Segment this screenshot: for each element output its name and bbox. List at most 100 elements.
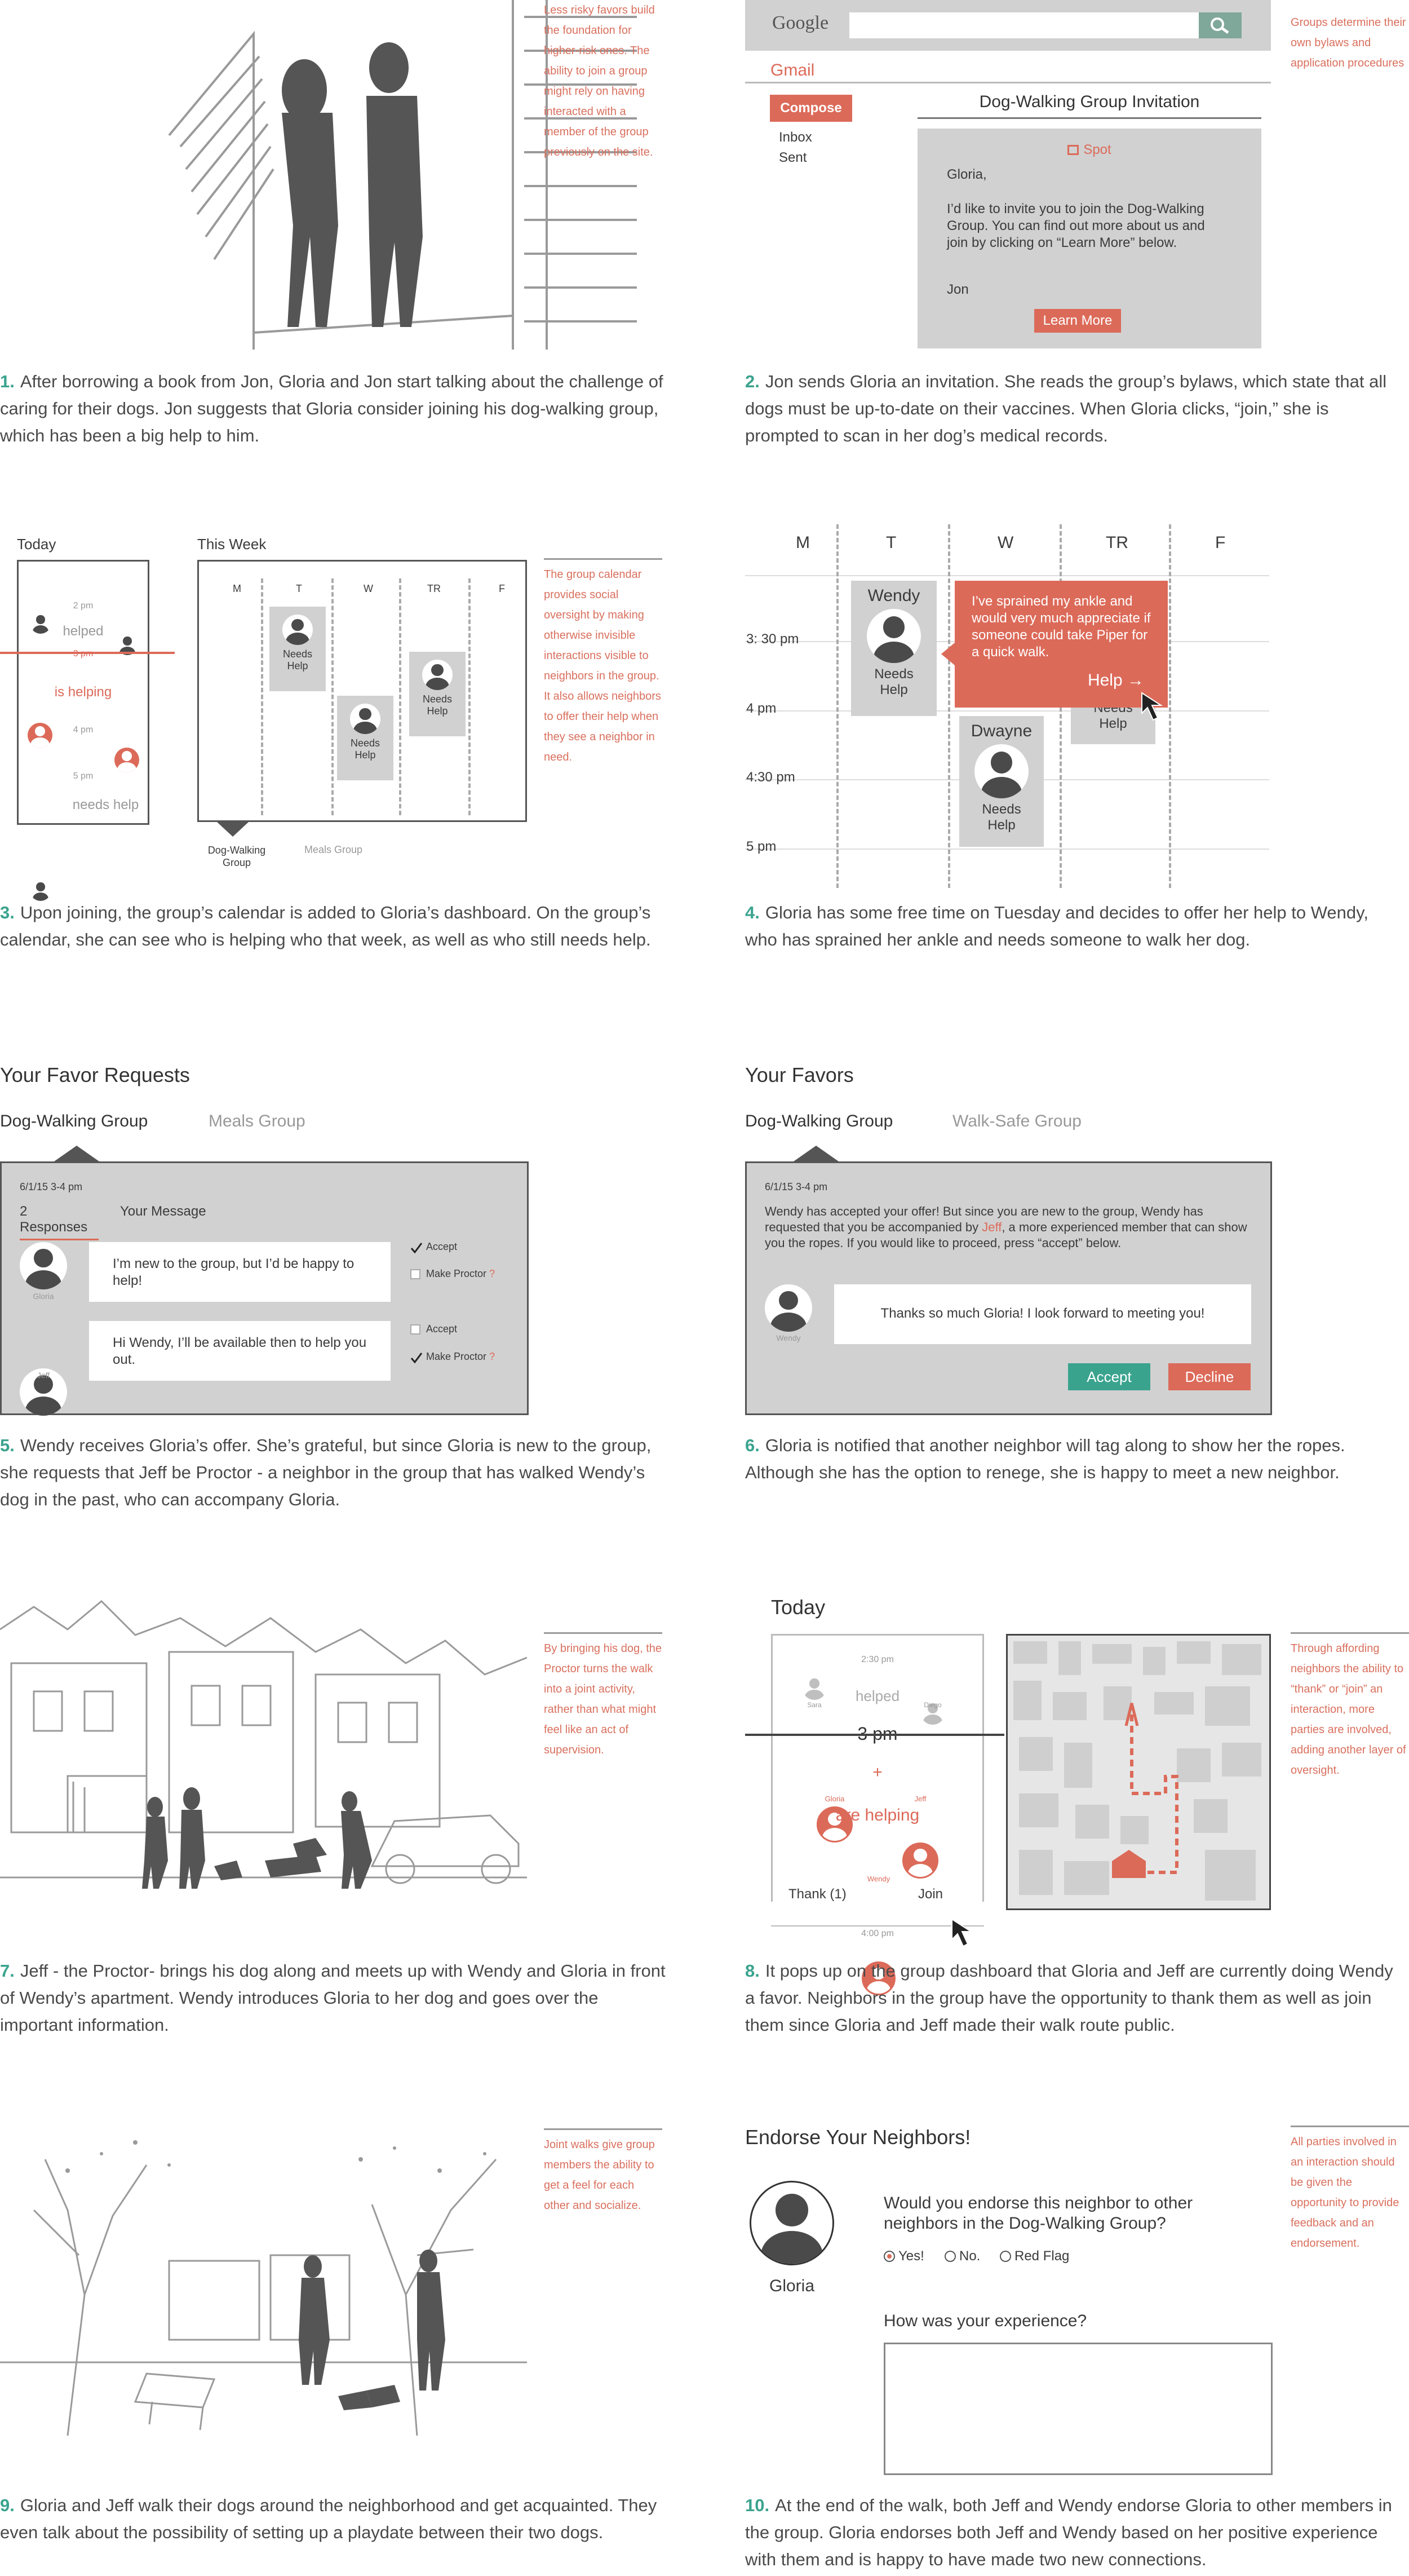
join-button[interactable]: Join <box>918 1886 943 1902</box>
favor-notice: Wendy has accepted your offer! But since… <box>765 1204 1255 1251</box>
avatar <box>30 612 51 634</box>
divider <box>331 578 334 815</box>
proctor-name-link[interactable]: Jeff <box>982 1220 1002 1234</box>
dwayne-name: Dwayne <box>971 722 1033 740</box>
selected-tab-pointer <box>217 822 249 837</box>
thank-button[interactable]: Thank (1) <box>788 1886 847 1902</box>
help-request-popup: I’ve sprained my ankle and would very mu… <box>955 581 1168 708</box>
search-button[interactable] <box>1199 12 1242 38</box>
experience-textarea[interactable] <box>884 2343 1273 2475</box>
make-proctor-checkbox[interactable]: Make Proctor ? <box>410 1351 495 1364</box>
helped-label: helped <box>63 624 104 639</box>
tab-dog-walking-group[interactable]: Dog-Walking Group <box>207 845 266 868</box>
avatar <box>765 1284 812 1332</box>
favor-requests-panel: 6/1/15 3-4 pm 2 Responses Your Message G… <box>0 1161 529 1416</box>
side-note-8: Through affording neighbors the ability … <box>1291 1632 1409 1780</box>
radio-selected-icon <box>884 2251 895 2262</box>
responder-name: Jeff <box>37 1371 50 1380</box>
divider <box>745 82 1271 83</box>
avatar <box>282 615 313 645</box>
avatar <box>28 723 52 748</box>
radio-icon <box>1000 2251 1011 2262</box>
needs-help-block[interactable]: Needs Help <box>409 652 466 736</box>
current-time-line <box>745 1734 1004 1736</box>
learn-more-button[interactable]: Learn More <box>1034 309 1121 333</box>
help-icon[interactable]: ? <box>489 1268 495 1279</box>
google-logo: Google <box>772 12 829 33</box>
tab-meals-group[interactable]: Meals Group <box>209 1112 305 1130</box>
wendy-block[interactable]: Wendy Needs Help <box>851 581 937 716</box>
day-header: M <box>233 583 241 594</box>
selected-tab-pointer <box>794 1146 839 1161</box>
caption-6: 6.Gloria is notified that another neighb… <box>745 1435 1345 1482</box>
endorsee-name: Gloria <box>769 2277 815 2295</box>
email-body: Spot Gloria, I’d like to invite you to j… <box>918 129 1261 348</box>
help-icon[interactable]: ? <box>489 1351 495 1362</box>
accept-label: Accept <box>426 1241 458 1252</box>
current-time-line <box>0 652 175 654</box>
avatar <box>802 1675 827 1700</box>
inbox-link[interactable]: Inbox <box>779 130 812 145</box>
tab-meals-group[interactable]: Meals Group <box>304 844 363 855</box>
decline-button[interactable]: Decline <box>1168 1363 1251 1390</box>
day-header: TR <box>427 583 441 594</box>
time-label: 4:30 pm <box>746 770 795 785</box>
compose-button[interactable]: Compose <box>770 95 852 122</box>
sender-name: Wendy <box>776 1333 801 1342</box>
endorse-question: Would you endorse this neighbor to other… <box>884 2194 1193 2233</box>
today-title: Today <box>17 536 56 553</box>
divider <box>399 578 401 815</box>
request-date: 6/1/15 3-4 pm <box>20 1181 83 1192</box>
helping-label: is helping <box>54 684 112 700</box>
big-calendar: M T W TR F 3: 30 pm 4 pm 4:30 pm 5 pm We… <box>745 524 1269 896</box>
side-note-9: Joint walks give group members the abili… <box>544 2128 662 2216</box>
radio-label: Yes! <box>898 2248 924 2264</box>
avatar <box>974 744 1029 798</box>
avatar <box>920 1700 945 1725</box>
help-button[interactable]: Help → <box>1087 671 1144 690</box>
selected-tab-pointer <box>54 1146 99 1161</box>
needs-help-label: needs help <box>72 797 139 812</box>
needs-help-block[interactable]: Needs Help <box>269 607 326 691</box>
neighbor-name: Sara <box>807 1701 822 1709</box>
time-label: 3 pm <box>19 649 148 659</box>
day-header: F <box>499 583 505 594</box>
avatar <box>422 660 453 690</box>
sent-link[interactable]: Sent <box>779 150 807 165</box>
dwayne-block[interactable]: Dwayne Needs Help <box>959 716 1044 847</box>
caption-7: 7.Jeff - the Proctor- brings his dog alo… <box>0 1961 666 2035</box>
spot-brand: Spot <box>918 142 1261 158</box>
make-proctor-checkbox[interactable]: Make Proctor ? <box>410 1268 495 1280</box>
illustration-conversation <box>152 0 659 350</box>
tab-walk-safe-group[interactable]: Walk-Safe Group <box>952 1112 1082 1130</box>
divider <box>745 710 1269 712</box>
tab-dog-walking-group[interactable]: Dog-Walking Group <box>0 1112 148 1130</box>
tab-your-message[interactable]: Your Message <box>120 1204 206 1219</box>
avatar <box>30 880 51 901</box>
radio-label: No. <box>959 2248 981 2264</box>
accept-button[interactable]: Accept <box>1068 1363 1150 1390</box>
radio-yes[interactable]: Yes! <box>884 2248 924 2264</box>
caption-10: 10.At the end of the walk, both Jeff and… <box>745 2495 1392 2569</box>
check-icon <box>410 1242 423 1254</box>
avatar <box>902 1842 938 1879</box>
illustration-joint-walk <box>0 2126 527 2436</box>
gmail-search-input[interactable] <box>849 12 1199 38</box>
search-icon <box>1211 17 1229 34</box>
your-favors-title: Your Favors <box>745 1063 854 1086</box>
needs-help-block[interactable]: Needs Help <box>337 696 393 780</box>
walk-route-map[interactable] <box>1006 1634 1271 1910</box>
needs-help-label: Needs Help <box>982 802 1021 833</box>
checkbox-icon <box>410 1269 420 1280</box>
message-bubble: Thanks so much Gloria! I look forward to… <box>834 1284 1251 1344</box>
side-note-1: Less risky favors build the foundation f… <box>544 4 655 158</box>
helping-label: are helping <box>835 1806 920 1824</box>
accept-checkbox[interactable]: Accept <box>410 1241 458 1254</box>
day-header: W <box>364 583 373 594</box>
accept-checkbox[interactable]: Accept <box>410 1323 457 1335</box>
tab-dog-walking-group[interactable]: Dog-Walking Group <box>745 1112 893 1130</box>
tab-responses[interactable]: 2 Responses <box>20 1204 99 1240</box>
radio-red-flag[interactable]: Red Flag <box>1000 2248 1069 2264</box>
radio-no[interactable]: No. <box>945 2248 980 2264</box>
caption-3: 3.Upon joining, the group’s calendar is … <box>0 903 651 949</box>
